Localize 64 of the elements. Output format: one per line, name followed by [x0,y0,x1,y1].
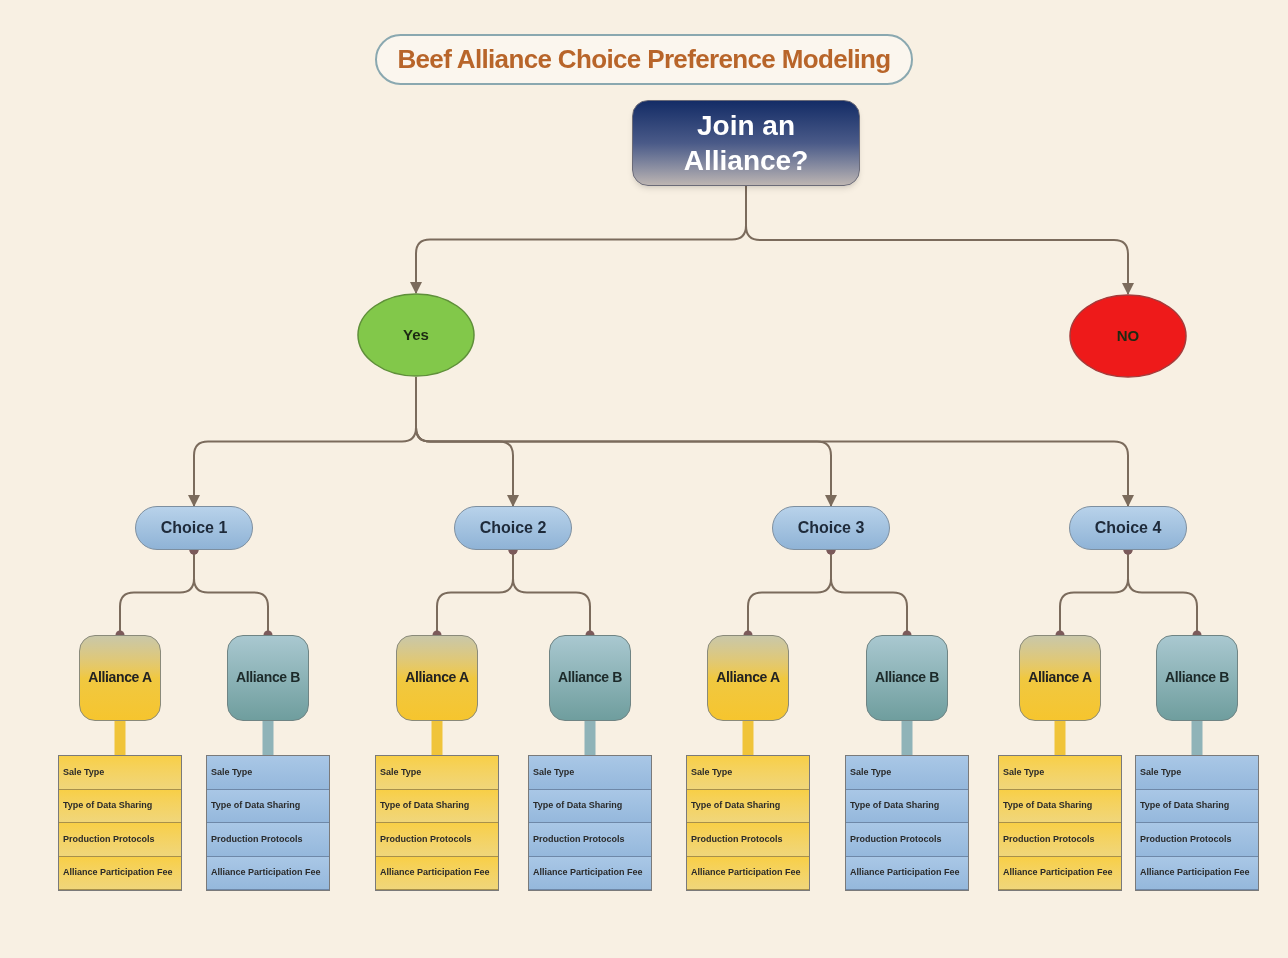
attribute-row: Production Protocols [846,823,968,857]
attribute-row: Sale Type [846,756,968,790]
attribute-row: Type of Data Sharing [59,789,181,823]
attribute-row: Sale Type [59,756,181,790]
attribute-table [528,755,652,891]
choice-pill: Choice 4 [1069,506,1187,550]
attribute-row: Type of Data Sharing [207,789,329,823]
title-banner: Beef Alliance Choice Preference Modeling [375,34,913,85]
attribute-row: Alliance Participation Fee [687,856,809,890]
attribute-table [1135,755,1259,891]
choice-pill: Choice 2 [454,506,572,550]
attribute-row: Production Protocols [999,823,1121,857]
attribute-row: Sale Type [529,756,651,790]
attribute-row: Type of Data Sharing [1136,789,1258,823]
decision-box: Join an Alliance? [632,100,860,186]
attribute-row: Type of Data Sharing [846,789,968,823]
attribute-row: Production Protocols [59,823,181,857]
alliance-box: Alliance B [227,635,309,721]
attribute-row: Type of Data Sharing [687,789,809,823]
attribute-row: Type of Data Sharing [999,789,1121,823]
alliance-box: Alliance A [79,635,161,721]
attribute-row: Sale Type [1136,756,1258,790]
attribute-row: Production Protocols [687,823,809,857]
attribute-row: Production Protocols [207,823,329,857]
attribute-row: Sale Type [207,756,329,790]
attribute-row: Alliance Participation Fee [376,856,498,890]
alliance-box: Alliance A [396,635,478,721]
node-label: Yes [403,324,429,345]
alliance-box: Alliance B [866,635,948,721]
attribute-table [58,755,182,891]
connector-stem [431,721,443,755]
alliance-box: Alliance B [1156,635,1238,721]
connector-stem [584,721,596,755]
connector-stem [901,721,913,755]
connector-stem [1054,721,1066,755]
connector-stem [1191,721,1203,755]
alliance-box: Alliance A [1019,635,1101,721]
attribute-row: Sale Type [687,756,809,790]
alliance-box: Alliance A [707,635,789,721]
attribute-table [845,755,969,891]
choice-pill: Choice 3 [772,506,890,550]
connector-stem [262,721,274,755]
connector-stem [742,721,754,755]
attribute-row: Alliance Participation Fee [207,856,329,890]
attribute-table [998,755,1122,891]
attribute-row: Type of Data Sharing [376,789,498,823]
attribute-table [686,755,810,891]
connector-stem [114,721,126,755]
attribute-row: Alliance Participation Fee [529,856,651,890]
attribute-row: Production Protocols [529,823,651,857]
attribute-row: Alliance Participation Fee [1136,856,1258,890]
attribute-row: Alliance Participation Fee [999,856,1121,890]
attribute-row: Type of Data Sharing [529,789,651,823]
alliance-box: Alliance B [549,635,631,721]
attribute-row: Production Protocols [1136,823,1258,857]
attribute-row: Sale Type [999,756,1121,790]
attribute-row: Sale Type [376,756,498,790]
attribute-row: Alliance Participation Fee [846,856,968,890]
node-label: NO [1116,325,1140,346]
attribute-table [375,755,499,891]
choice-pill: Choice 1 [135,506,253,550]
attribute-row: Production Protocols [376,823,498,857]
attribute-table [206,755,330,891]
attribute-row: Alliance Participation Fee [59,856,181,890]
